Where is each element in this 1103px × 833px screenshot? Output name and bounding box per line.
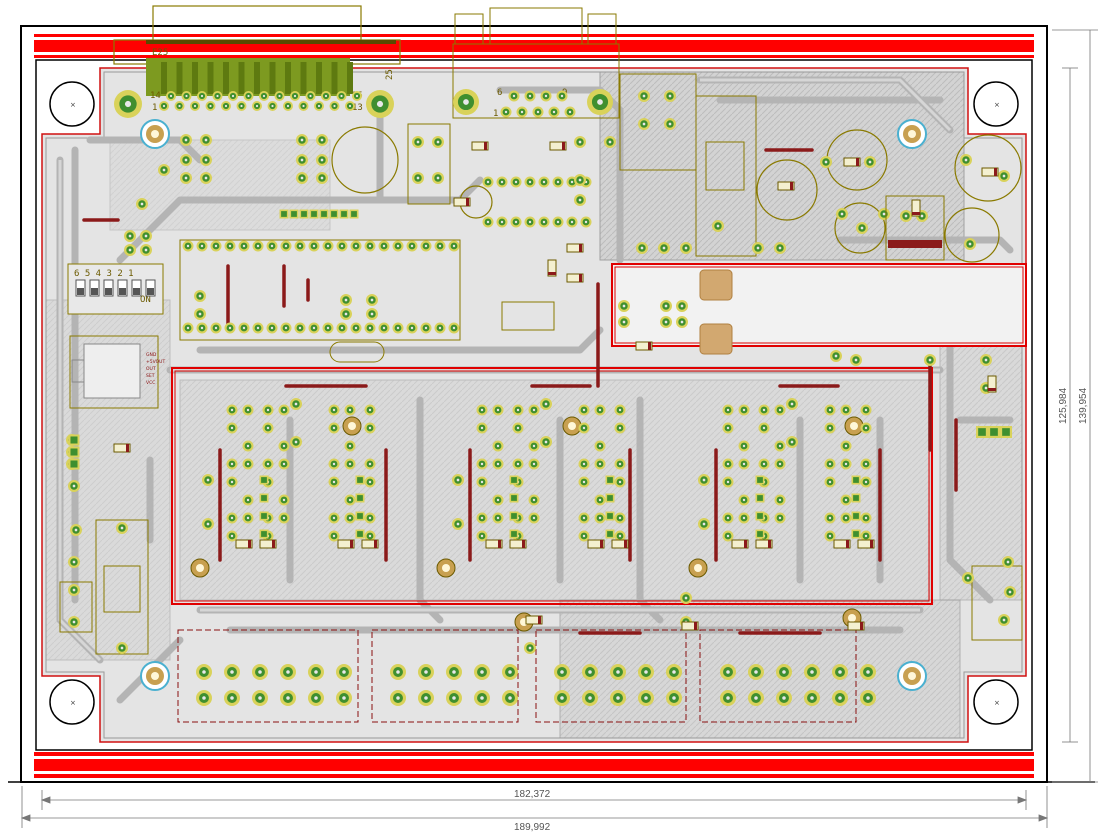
diode [857,539,875,549]
dimension-height-outer: 139,954 [1078,387,1089,424]
db25-pin1-label: 1 [152,103,157,113]
rj-pin-label: VCC [146,380,155,386]
diode [485,539,503,549]
diode [731,539,749,549]
driver-keepout [171,367,933,605]
diode [843,157,861,167]
diode [566,243,584,253]
diode [566,273,584,283]
gold-vias [140,119,927,691]
diode [525,615,543,625]
dip-switch: 6 5 4 3 2 1 ON [67,263,164,315]
dimension-width-outer: 189,992 [514,822,551,833]
diode [611,539,629,549]
jumper-traces [82,148,958,635]
diode [113,443,131,453]
svg-text:×: × [994,699,1000,707]
mounting-hole [49,81,95,127]
diode [755,539,773,549]
db25-pin [176,62,183,94]
diode [235,539,253,549]
db25-name-label: E25 [152,48,168,58]
db25-pin [223,62,229,94]
diode [833,539,851,549]
db9-pin6-label: 6 [497,88,502,98]
dimension-width-inner: 182,372 [514,789,551,800]
db25-connector: E25 14 1 25 13 25 [113,5,401,118]
db25-pin [161,62,167,94]
crystal [329,341,385,363]
diode [635,341,653,351]
diode [847,621,865,631]
db25-pin [238,62,245,94]
diode [987,375,997,393]
rj-pin-label: GND [146,352,157,358]
to220-regulator [885,195,945,261]
diode [453,197,471,207]
relay-pads [699,269,733,355]
terminal-blocks [177,629,857,723]
board-inner [35,59,1033,751]
svg-text:×: × [70,101,76,109]
diode [549,141,567,151]
mounting-hole [973,81,1019,127]
db25-pin [316,62,322,94]
db25-pin [300,62,307,94]
diode [361,539,379,549]
dip-switch-numbers: 6 5 4 3 2 1 [74,269,134,279]
diode [547,259,557,277]
db25-pin [285,62,291,94]
diodes [113,141,999,631]
db25-pin [347,62,353,94]
dimension-lines [20,29,1098,828]
svg-text:×: × [70,699,76,707]
rj-pin-label: SET [146,373,155,379]
db25-pin [269,62,276,94]
rj-pin-label: +5VOUT [146,359,165,365]
db25-pin [254,62,260,94]
mounting-holes: × × × × [49,81,1019,725]
diode [509,539,527,549]
mounting-hole [973,679,1019,725]
diode [587,539,605,549]
db25-pin13-label: 13 [352,103,363,113]
diode [911,199,921,217]
diode [681,621,699,631]
diode [471,141,489,151]
diode [777,181,795,191]
db25-pin [207,62,214,94]
db9-pin1-label: 1 [493,109,498,119]
db25-side-label: 25 [385,69,395,80]
diode [981,167,999,177]
bottom-keepout-bar [34,752,1034,778]
electrolytic-capacitors [331,126,1022,263]
rj-pin-label: OUT [146,366,156,372]
db25-pin14-label: 14 [150,91,161,101]
diode [259,539,277,549]
relay-keepout [611,263,1027,347]
component-pads [66,90,1016,706]
diode [337,539,355,549]
db25-pin [192,62,198,94]
dip-switch-on-label: ON [140,295,151,305]
mounting-hole [49,679,95,725]
db25-pin [331,62,338,94]
dimension-height-inner: 125,984 [1058,387,1069,424]
db9-connector: 6 9 1 5 [452,7,620,119]
svg-text:×: × [994,101,1000,109]
